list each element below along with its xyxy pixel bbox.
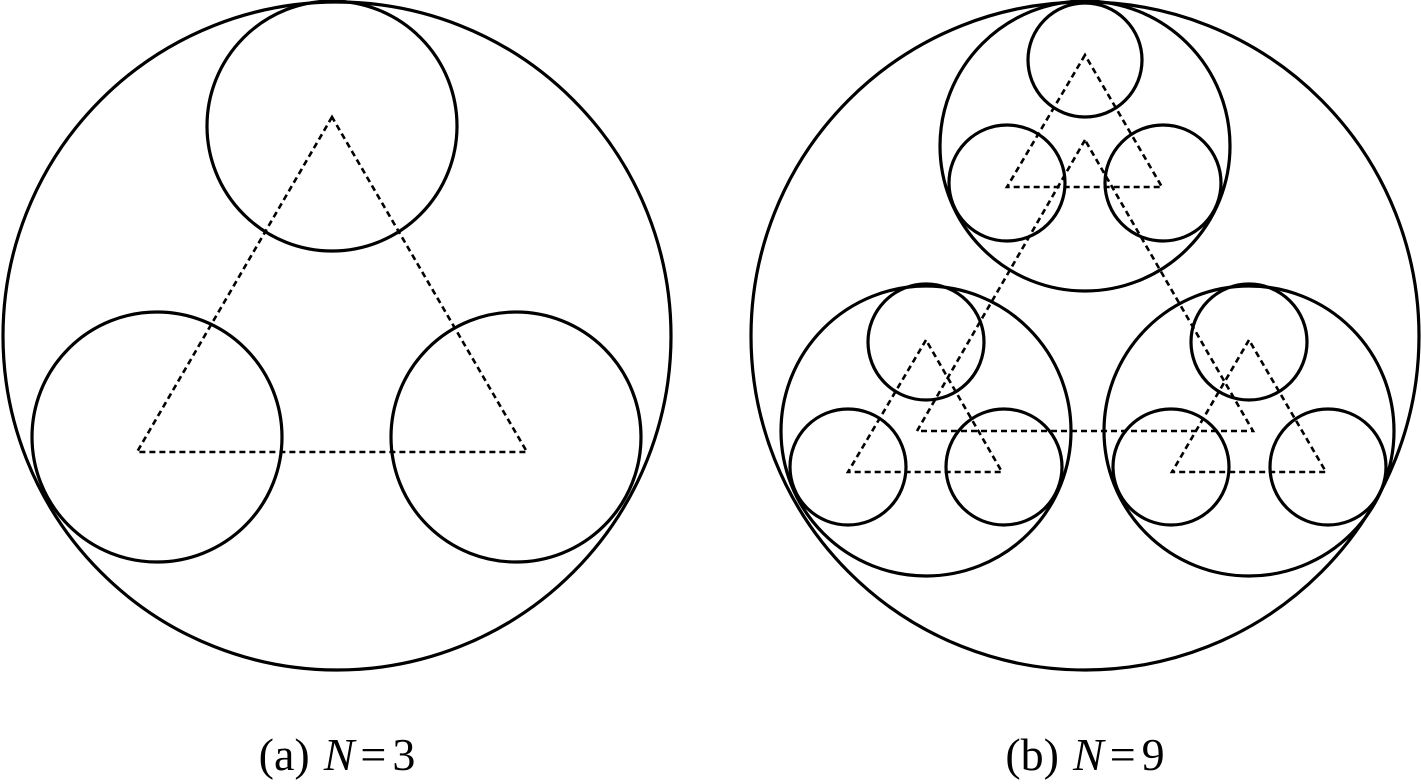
small-circle	[866, 282, 986, 402]
small-circle	[788, 407, 908, 527]
small-circle	[1111, 407, 1231, 527]
inner-circle-top	[205, 0, 459, 253]
dashed-triangle-small	[845, 337, 1005, 474]
dashed-triangle-small	[1169, 337, 1329, 474]
dashed-triangle-small	[1004, 52, 1165, 189]
small-circle	[947, 123, 1067, 243]
panel-a: (a)N=3	[1, 0, 673, 780]
dashed-triangle	[134, 114, 530, 454]
outer-circle	[749, 0, 1421, 672]
mid-circle-right	[1102, 284, 1396, 578]
small-circle	[1103, 123, 1223, 243]
inner-circle-left	[30, 310, 284, 564]
caption-b: (b)N=9	[1005, 729, 1164, 780]
inner-circle-right	[389, 310, 643, 564]
dashed-triangle-large	[914, 137, 1256, 433]
small-circle	[944, 407, 1064, 527]
small-circle	[1268, 407, 1388, 527]
outer-circle	[1, 0, 673, 672]
caption-a: (a)N=3	[259, 729, 416, 780]
panel-b: (b)N=9	[749, 0, 1421, 780]
mid-circle-top	[938, 0, 1232, 293]
small-circle	[1026, 1, 1144, 119]
small-circle	[1189, 282, 1309, 402]
